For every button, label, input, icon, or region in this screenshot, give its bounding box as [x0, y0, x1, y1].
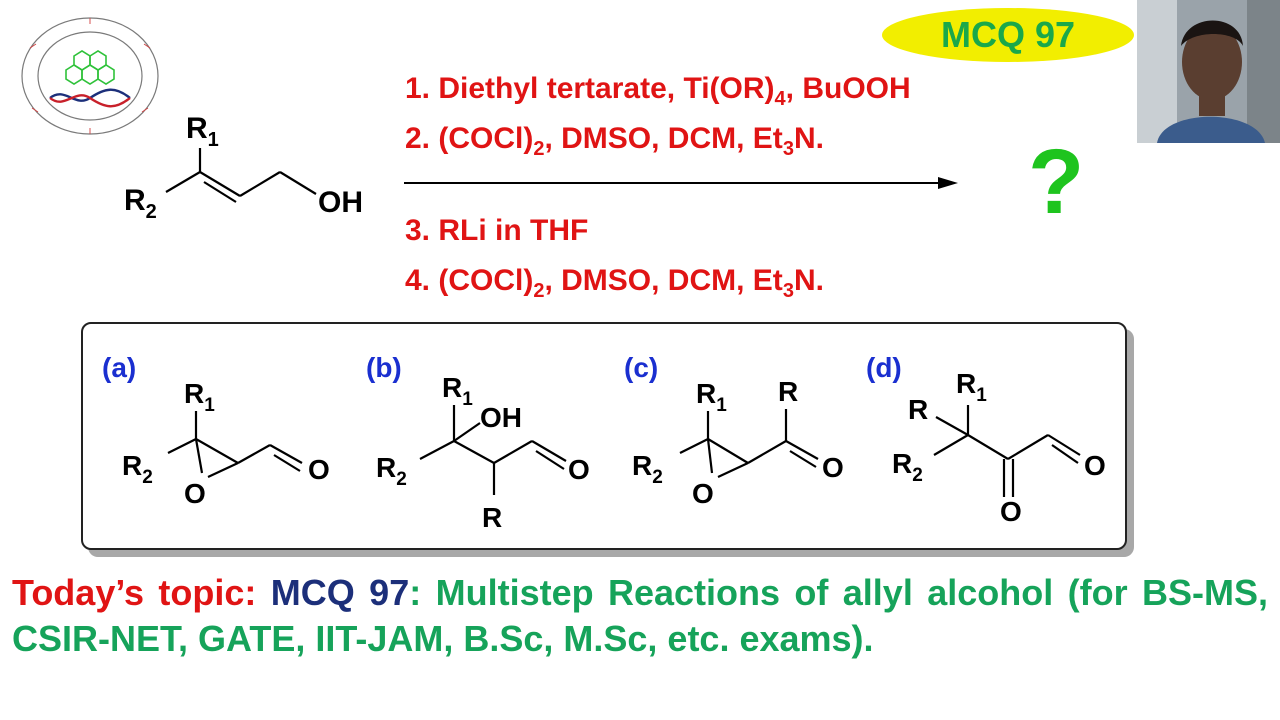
option-b[interactable]: (b) R1 OH R2 R O [362, 345, 612, 540]
option-b-oh: OH [480, 402, 522, 433]
option-d-carbonyl-o: O [1084, 450, 1106, 481]
option-d-r2: R2 [892, 448, 923, 486]
option-a-r2: R2 [122, 450, 153, 488]
option-c-r: R [778, 376, 798, 407]
footer-rest: Multistep Reactions of allyl alcohol (fo… [12, 572, 1268, 659]
reactant-structure: R1 R2 OH [124, 112, 363, 223]
options-box [81, 322, 1127, 550]
reactant-r2: R2 [124, 184, 157, 223]
option-b-label: (b) [366, 352, 402, 383]
option-c-r2: R2 [632, 450, 663, 488]
reaction-arrow [404, 177, 958, 189]
mcq-badge-text: MCQ 97 [940, 14, 1076, 55]
condition-step-4: 4. (COCl)2, DMSO, DCM, Et3N. [405, 264, 824, 302]
option-c-ring-o: O [692, 478, 714, 509]
option-d-label: (d) [866, 352, 902, 383]
presenter-photo [1137, 0, 1280, 143]
option-a-ring-o: O [184, 478, 206, 509]
option-d[interactable]: (d) R R1 R2 O O [862, 345, 1117, 535]
option-a-r1: R1 [184, 378, 215, 416]
option-c-r1: R1 [696, 378, 727, 416]
footer-colon: : [409, 572, 436, 613]
option-b-carbonyl-o: O [568, 454, 590, 485]
option-b-r2: R2 [376, 452, 407, 490]
option-d-keto-o: O [1000, 496, 1022, 527]
logo [21, 17, 159, 135]
reactant-r1: R1 [186, 112, 219, 151]
condition-step-1: 1. Diethyl tertarate, Ti(OR)4, BuOOH [405, 72, 911, 110]
option-a-carbonyl-o: O [308, 454, 330, 485]
condition-step-3: 3. RLi in THF [405, 214, 589, 247]
option-d-r1: R1 [956, 368, 987, 406]
reactant-oh: OH [318, 186, 363, 219]
footer-prefix: Today’s topic: [12, 572, 271, 613]
option-d-r: R [908, 394, 928, 425]
option-a-label: (a) [102, 352, 136, 383]
option-b-r: R [482, 502, 502, 533]
mcq-badge: MCQ 97 [882, 8, 1134, 62]
topic-footer: Today’s topic: MCQ 97: Multistep Reactio… [12, 570, 1268, 662]
option-c-label: (c) [624, 352, 658, 383]
option-c[interactable]: (c) R1 R R2 O O [622, 345, 872, 515]
person-icon [1137, 0, 1280, 143]
option-c-carbonyl-o: O [822, 452, 844, 483]
option-b-r1: R1 [442, 372, 473, 410]
footer-mcq: MCQ 97 [270, 572, 410, 613]
option-a[interactable]: (a) R1 R2 O O [100, 345, 350, 515]
condition-step-2: 2. (COCl)2, DMSO, DCM, Et3N. [405, 122, 824, 160]
product-question-mark: ? [1028, 131, 1085, 233]
